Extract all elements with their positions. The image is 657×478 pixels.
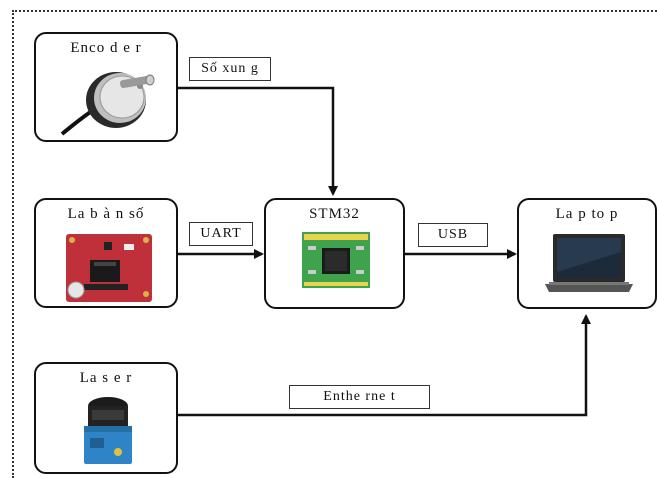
laser-to-laptop-arrow <box>178 314 591 417</box>
system-boundary <box>12 10 657 478</box>
encoder-title: Enco d e r <box>70 40 142 56</box>
laser-title: La s e r <box>79 370 133 386</box>
encoder-link-label: Số xun g <box>189 57 271 81</box>
stm32-node: STM32 <box>264 198 405 309</box>
laptop-node: La p to p <box>517 198 657 309</box>
ethernet-link-label: Enthe rne t <box>289 385 430 409</box>
compass-link-label: UART <box>189 222 253 246</box>
compass-node: La b à n số <box>34 198 178 308</box>
usb-link-label: USB <box>418 223 488 247</box>
compass-title: La b à n số <box>67 206 145 222</box>
laptop-title: La p to p <box>555 206 619 222</box>
laser-node: La s e r <box>34 362 178 474</box>
laser-scanner-image <box>84 397 132 464</box>
encoder-image <box>60 72 155 136</box>
compass-board-image <box>66 234 152 302</box>
stm32-title: STM32 <box>309 206 360 222</box>
encoder-node: Enco d e r <box>34 32 178 142</box>
stm32-board-image <box>302 232 370 288</box>
encoder-to-stm32-arrow <box>178 86 338 196</box>
laptop-image <box>545 234 633 292</box>
